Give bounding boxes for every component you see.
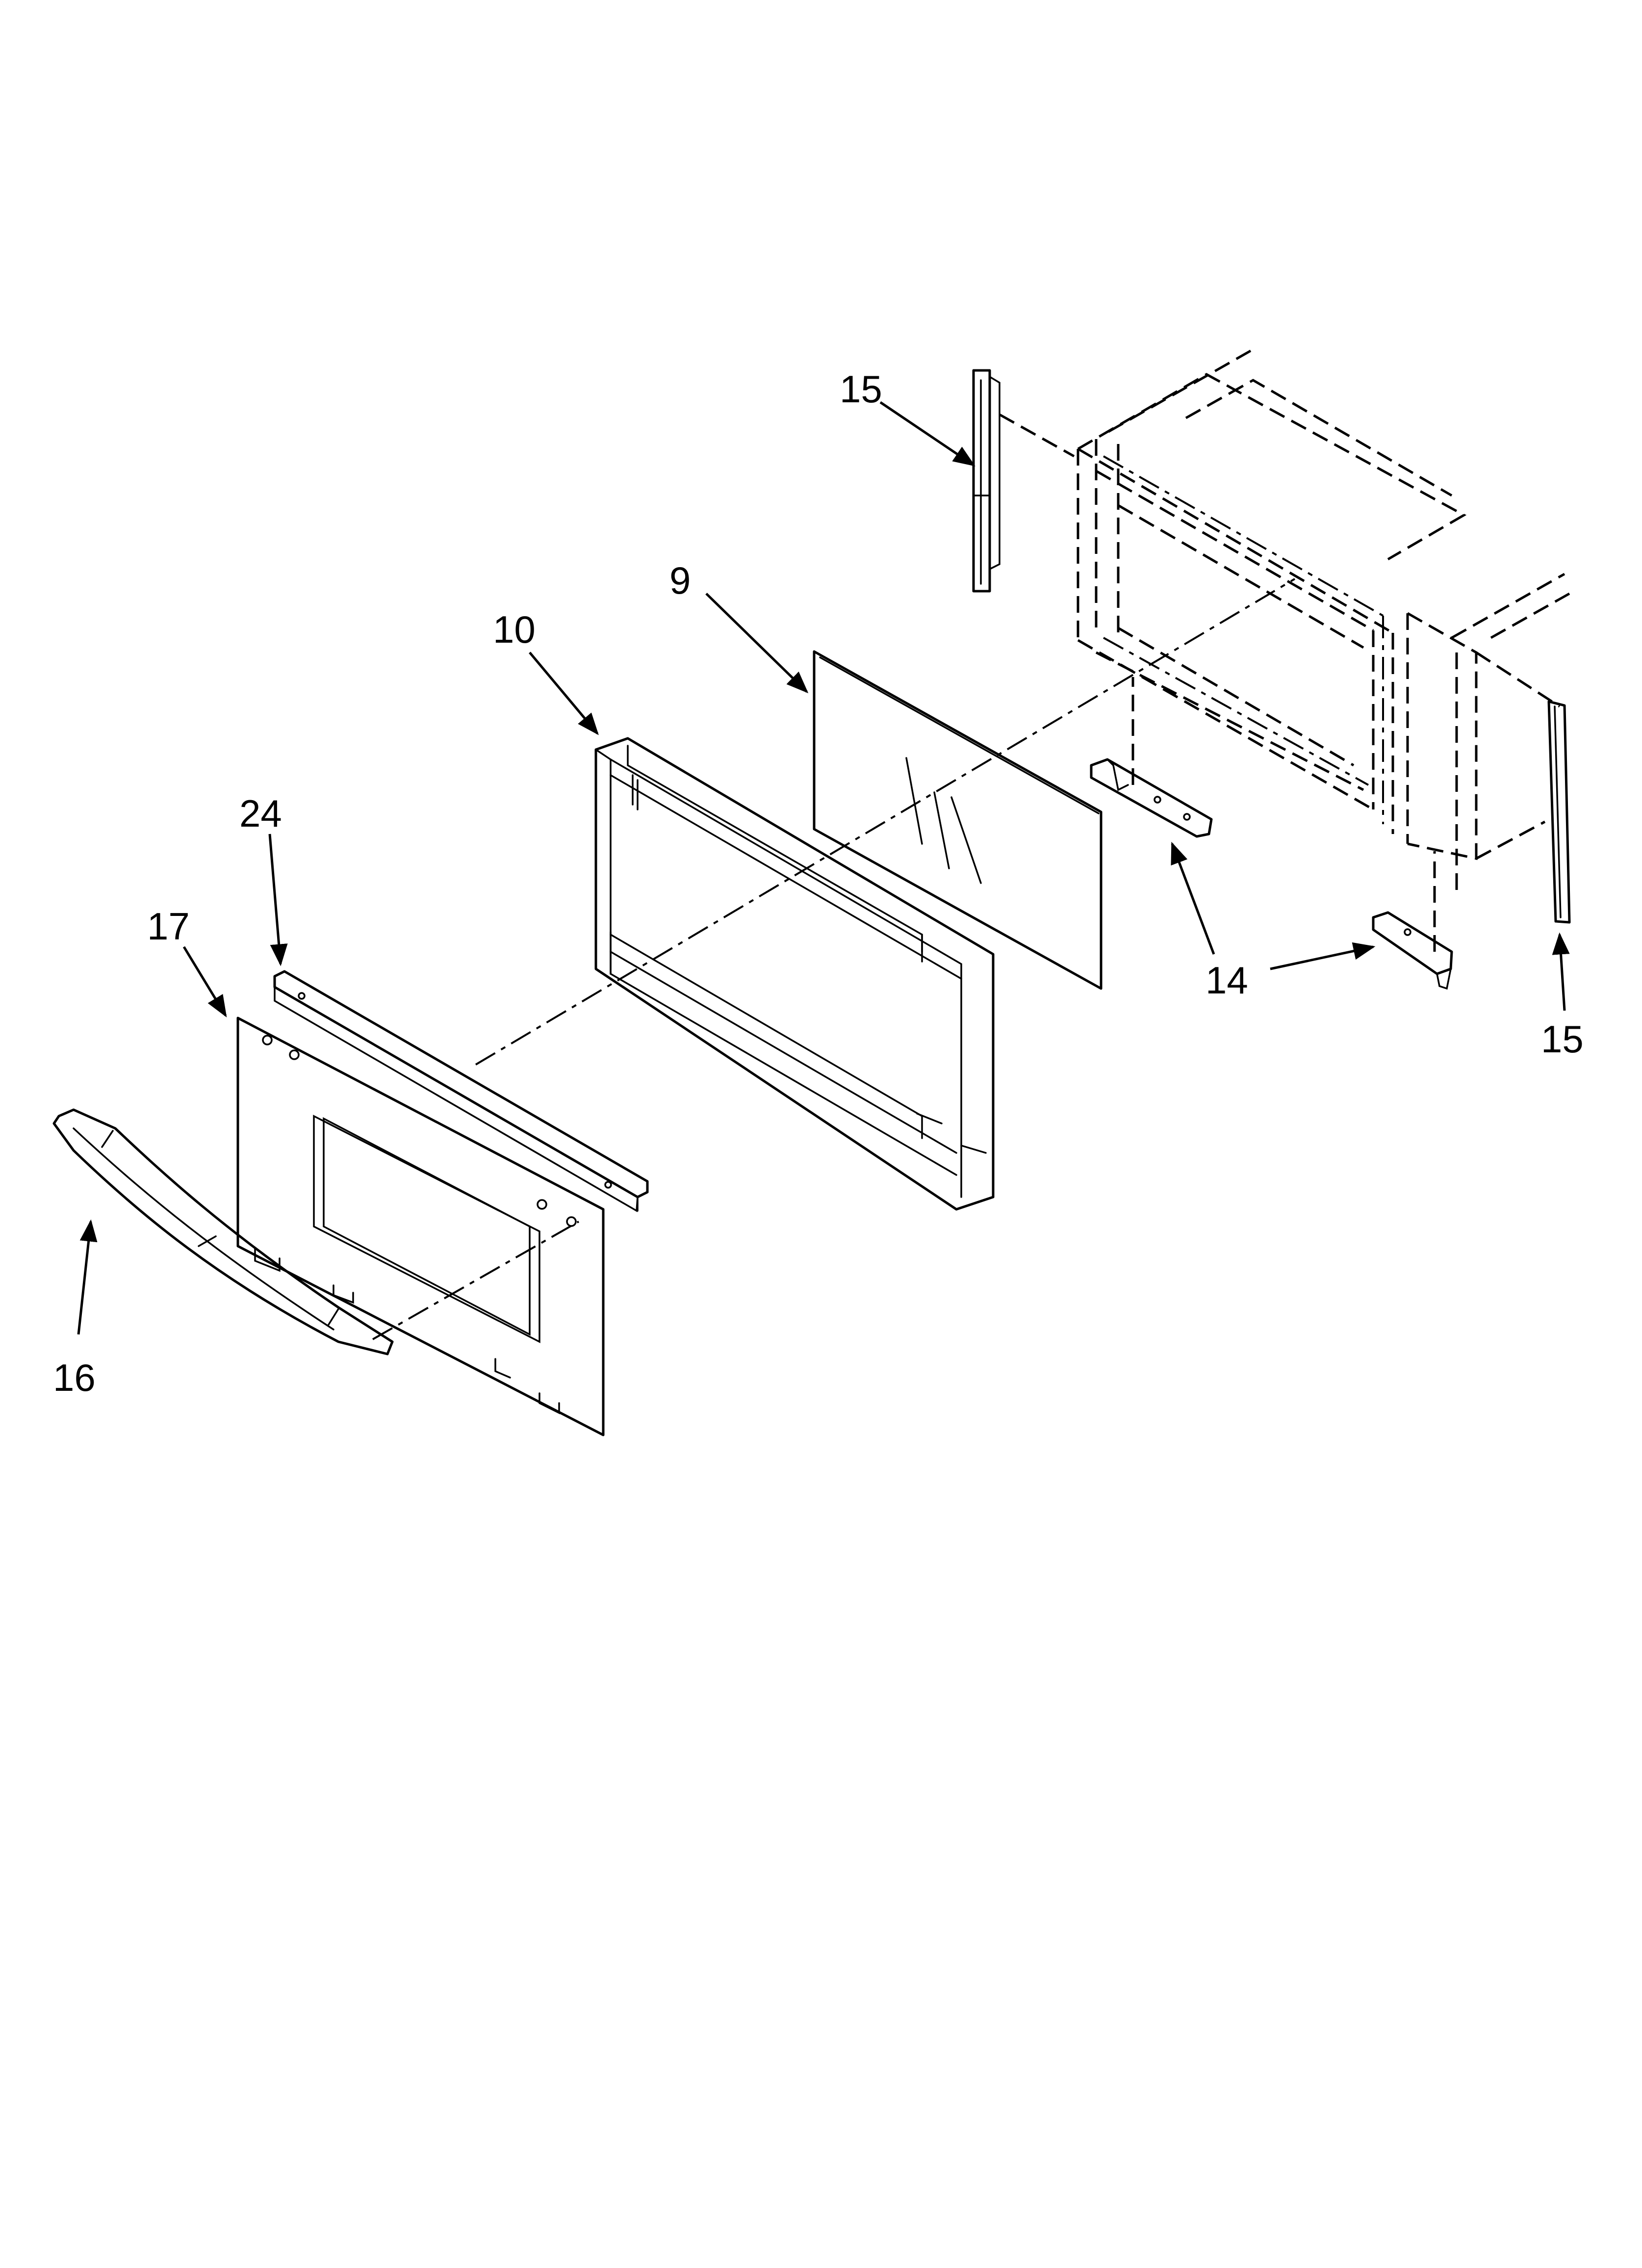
oven-cabinet-outline bbox=[1077, 349, 1570, 898]
part-16-handle bbox=[52, 1108, 394, 1356]
callout-10: 10 bbox=[493, 608, 536, 651]
part-14-hinge-upper bbox=[1090, 677, 1213, 838]
callout-17: 17 bbox=[147, 905, 190, 948]
callout-labels: 15 9 10 24 17 14 15 16 bbox=[53, 367, 1584, 1399]
part-15-top-trim bbox=[972, 369, 1075, 593]
part-15-right-trim bbox=[1547, 700, 1571, 924]
callout-9: 9 bbox=[669, 559, 691, 602]
part-9-glass-panel bbox=[813, 650, 1103, 990]
leader-lines bbox=[77, 401, 1570, 1335]
alignment-lines bbox=[372, 578, 1296, 1340]
callout-15-right: 15 bbox=[1541, 1017, 1584, 1061]
part-14-hinge-lower bbox=[1372, 851, 1453, 990]
part-24-rail bbox=[273, 970, 649, 1212]
part-10-door-frame bbox=[594, 737, 995, 1211]
callout-14: 14 bbox=[1206, 959, 1248, 1002]
part-17-outer-door-panel bbox=[236, 1017, 605, 1436]
callout-24: 24 bbox=[239, 792, 282, 835]
callout-15-top: 15 bbox=[840, 367, 882, 411]
callout-16: 16 bbox=[53, 1356, 96, 1399]
